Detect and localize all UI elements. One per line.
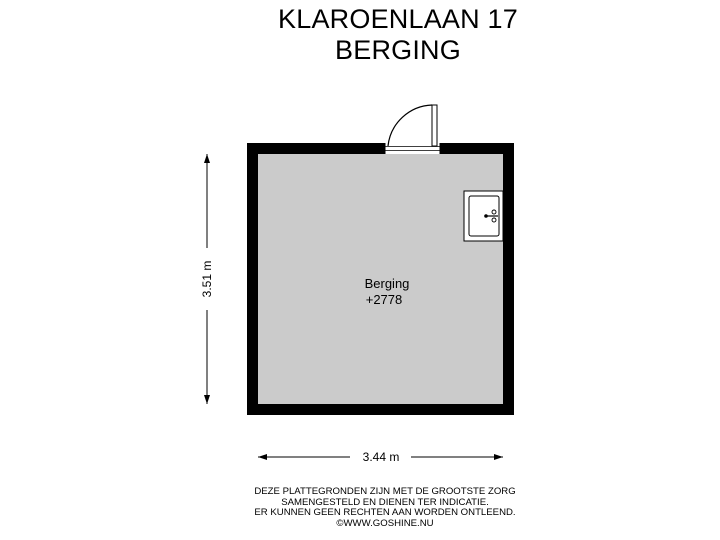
disclaimer-line: SAMENGESTELD EN DIENEN TER INDICATIE. — [281, 496, 489, 508]
height-dimension: 3.51 m — [200, 154, 214, 404]
faucet-icon — [484, 209, 498, 223]
height-label: 3.51 m — [200, 261, 214, 298]
door-opening — [385, 143, 440, 154]
floor-title: BERGING — [335, 35, 461, 65]
room-floor — [258, 154, 503, 404]
room-level-label: +2778 — [366, 292, 403, 307]
copyright-line: ©WWW.GOSHINE.NU — [336, 517, 434, 529]
arrow-right-icon — [494, 454, 503, 460]
disclaimer: DEZE PLATTEGRONDEN ZIJN MET DE GROOTSTE … — [180, 486, 590, 529]
address-title: KLAROENLAAN 17 — [278, 4, 518, 34]
washbasin-icon — [463, 190, 504, 242]
width-dimension: 3.44 m — [258, 450, 503, 464]
arrow-left-icon — [258, 454, 267, 460]
disclaimer-line: ER KUNNEN GEEN RECHTEN AAN WORDEN ONTLEE… — [254, 507, 516, 519]
arrow-up-icon — [204, 154, 210, 163]
disclaimer-line: DEZE PLATTEGRONDEN ZIJN MET DE GROOTSTE … — [254, 486, 516, 497]
room-name-label: Berging — [365, 276, 410, 291]
door-swing-icon — [387, 104, 438, 147]
arrow-down-icon — [204, 395, 210, 404]
title-block: KLAROENLAAN 17 BERGING — [0, 4, 720, 66]
width-label: 3.44 m — [363, 450, 400, 464]
